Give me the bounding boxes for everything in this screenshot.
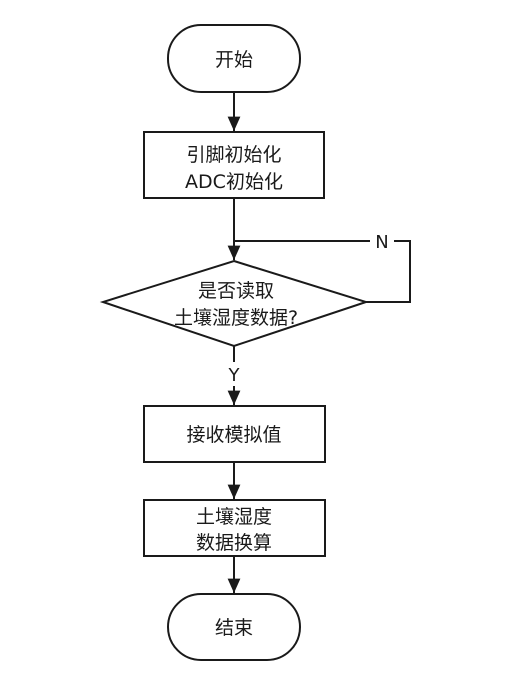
- init-node: 引脚初始化 ADC初始化: [143, 131, 325, 199]
- edge-decision-no-loop: [234, 240, 411, 303]
- decision-node: 是否读取 土壤湿度数据?: [99, 259, 370, 348]
- end-node: 结束: [167, 593, 301, 661]
- convert-node: 土壤湿度 数据换算: [143, 499, 326, 557]
- start-node-label: 开始: [215, 49, 253, 71]
- edge-no-label-bg: [370, 230, 394, 252]
- convert-node-line1: 土壤湿度: [196, 506, 272, 528]
- receive-node-label: 接收模拟值: [186, 424, 281, 446]
- edge-no-label: N: [375, 232, 388, 253]
- edge-yes-label-bg: [222, 362, 246, 386]
- edge-yes-label: Y: [228, 365, 241, 386]
- decision-node-line2: 土壤湿度数据?: [174, 307, 298, 329]
- end-node-label: 结束: [215, 617, 253, 639]
- receive-node: 接收模拟值: [143, 405, 326, 463]
- start-node: 开始: [167, 24, 301, 93]
- decision-node-line1: 是否读取: [198, 280, 274, 302]
- init-node-line2: ADC初始化: [185, 171, 283, 193]
- init-node-line1: 引脚初始化: [186, 144, 281, 166]
- convert-node-line2: 数据换算: [196, 532, 272, 554]
